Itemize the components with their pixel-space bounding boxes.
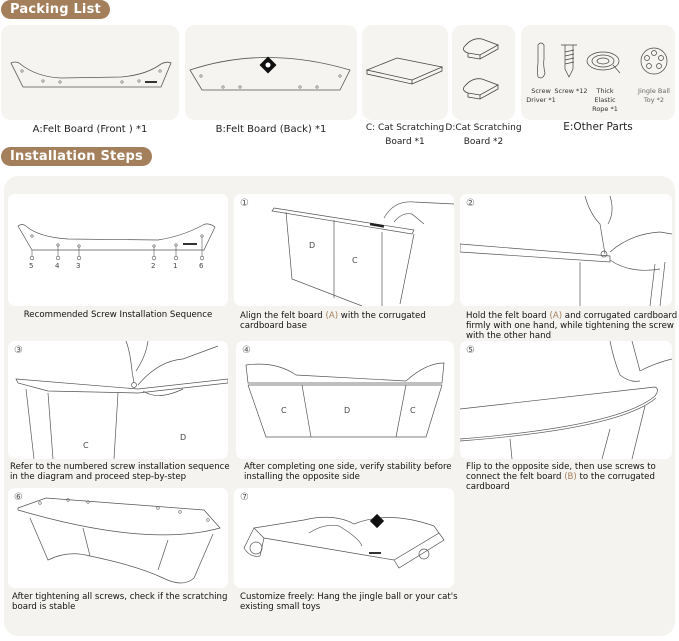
packing-list-heading: Packing List xyxy=(1,0,110,19)
step-number: ⑥ xyxy=(14,492,23,503)
part-card-other-parts: Screw Driver *1 Screw *12 Thick Elastic … xyxy=(521,25,675,120)
step-number: ⑤ xyxy=(466,345,475,356)
board-label-d: D xyxy=(180,433,187,442)
step-1-card: ① D C xyxy=(234,194,454,306)
step-4-card: ④ C D C xyxy=(236,341,454,459)
board-label-c: C xyxy=(352,256,358,265)
other-parts-illustration xyxy=(537,42,668,79)
part-card-felt-board-front xyxy=(1,25,179,120)
step-5-card: ⑤ xyxy=(460,341,672,459)
screw-number-5: 5 xyxy=(29,262,34,270)
step-5-caption: Flip to the opposite side, then use scre… xyxy=(466,462,656,492)
step-2-caption: Hold the felt board (A) and corrugated c… xyxy=(466,311,678,341)
step-2-illustration xyxy=(460,195,672,306)
screw-icon xyxy=(561,44,577,78)
step-number: ③ xyxy=(14,345,23,356)
board-label-c: C xyxy=(83,441,89,450)
step-number: ① xyxy=(240,198,249,209)
felt-board-front-illustration xyxy=(10,61,172,88)
step-7-illustration xyxy=(243,513,445,569)
screw-sequence-caption: Recommended Screw Installation Sequence xyxy=(23,310,213,320)
screw-number-1: 1 xyxy=(173,262,178,270)
screw-number-6: 6 xyxy=(199,262,204,270)
screw-number-3: 3 xyxy=(76,262,81,270)
installation-steps-heading: Installation Steps xyxy=(1,147,152,166)
step-7-card: ⑦ xyxy=(234,488,454,588)
step-number: ⑦ xyxy=(240,492,249,503)
part-label-e: E:Other Parts xyxy=(563,121,633,133)
step-6-illustration xyxy=(17,497,221,584)
step-5-illustration xyxy=(460,341,672,459)
part-label-c: C: Cat Scratching Board *1 xyxy=(365,123,445,147)
step-3-caption: Refer to the numbered screw installation… xyxy=(10,462,230,482)
jingle-ball-icon xyxy=(640,47,668,75)
scratching-board-d-illustration xyxy=(463,38,499,100)
felt-board-back-illustration xyxy=(189,56,351,91)
part-label-a: A:Felt Board (Front ) *1 xyxy=(32,124,148,135)
board-label-d: D xyxy=(344,406,351,415)
board-label-d: D xyxy=(309,241,316,250)
part-label-b: B:Felt Board (Back) *1 xyxy=(215,124,327,135)
part-card-cat-scratching-board-c xyxy=(362,25,448,120)
step-3-card: ③ C D xyxy=(8,341,228,459)
step-3-illustration xyxy=(15,341,228,459)
part-card-felt-board-back xyxy=(185,25,357,120)
scratching-board-c-illustration xyxy=(365,57,444,85)
part-card-cat-scratching-board-d xyxy=(452,25,515,120)
board-label-c: C xyxy=(281,406,287,415)
step-number: ② xyxy=(466,198,475,209)
elastic-rope-icon xyxy=(586,51,620,71)
screw-sequence-card: 5 4 3 2 1 6 xyxy=(8,194,228,306)
step-4-caption: After completing one side, verify stabil… xyxy=(244,462,452,482)
part-label-d: D:Cat Scratching Board *2 xyxy=(445,123,522,147)
screwdriver-icon xyxy=(537,42,546,79)
step-4-illustration xyxy=(245,362,445,438)
part-label-screwdriver: Screw Driver *1 xyxy=(526,87,556,104)
part-label-elastic-rope: Thick Elastic Rope *1 xyxy=(592,87,618,113)
screw-number-4: 4 xyxy=(55,262,60,270)
step-1-caption: Align the felt board (A) with the corrug… xyxy=(240,311,426,331)
screw-number-2: 2 xyxy=(151,262,156,270)
step-number: ④ xyxy=(242,345,251,356)
step-7-caption: Customize freely: Hang the jingle ball o… xyxy=(240,592,458,612)
step-6-card: ⑥ xyxy=(8,488,228,588)
screw-sequence-diagram xyxy=(17,223,216,261)
part-label-screw: Screw *12 xyxy=(554,87,588,95)
step-6-caption: After tightening all screws, check if th… xyxy=(12,592,228,612)
step-2-card: ② xyxy=(460,194,672,306)
step-1-illustration xyxy=(271,201,454,306)
part-label-jingle-ball: Jingle Ball Toy *2 xyxy=(638,87,670,104)
board-label-c: C xyxy=(410,406,416,415)
